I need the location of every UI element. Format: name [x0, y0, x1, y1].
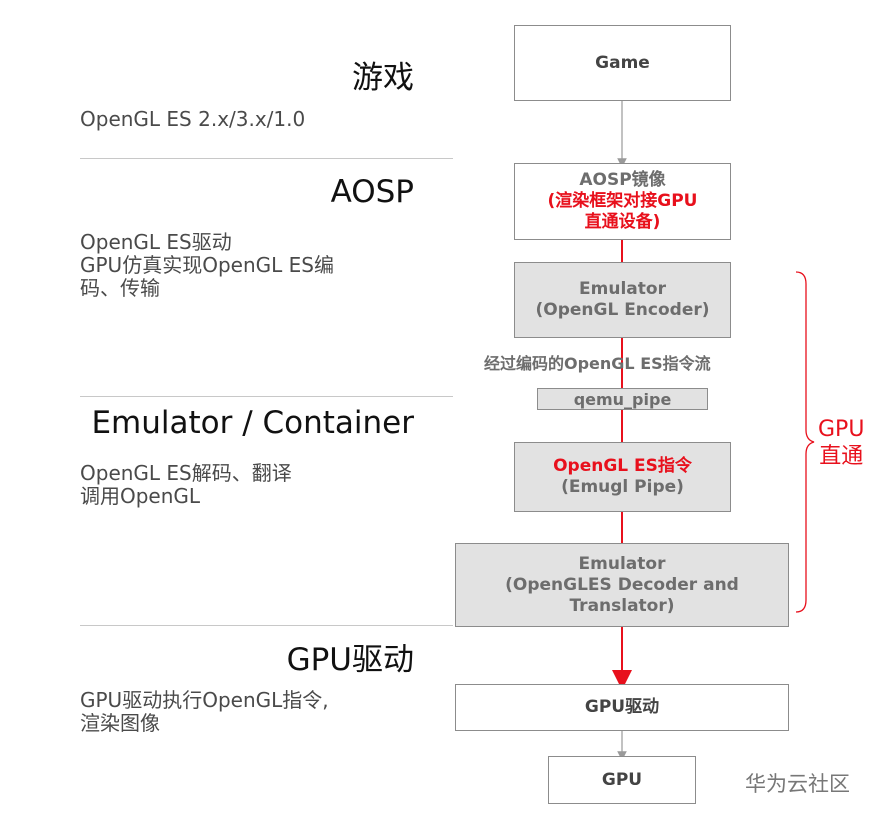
box-gpu-label: GPU [601, 769, 643, 790]
watermark-huawei-cloud: 华为云社区 [745, 772, 850, 796]
box-game: Game [514, 25, 731, 101]
layer-title-emulator: Emulator / Container [91, 405, 414, 441]
encoded-stream-label: 经过编码的OpenGL ES指令流 [484, 354, 711, 373]
box-gpu-driver: GPU驱动 [455, 684, 789, 731]
box-qemu-label: qemu_pipe [573, 389, 672, 409]
box-encoder-label: Emulator (OpenGL Encoder) [535, 279, 710, 320]
box-qemu-pipe: qemu_pipe [537, 388, 708, 410]
layer-desc-emulator: OpenGL ES解码、翻译 调用OpenGL [80, 461, 292, 508]
box-gpu-driver-label: GPU驱动 [584, 697, 660, 717]
gpu-passthrough-label: GPU 直通 [818, 417, 865, 469]
box-game-label: Game [595, 52, 650, 73]
box-gpu: GPU [548, 756, 696, 804]
box-aosp-note: (渲染框架对接GPU 直通设备) [547, 191, 698, 232]
box-gles-decoder: Emulator (OpenGLES Decoder and Translato… [455, 543, 789, 627]
box-emugl-red-label: OpenGL ES指令 [553, 456, 692, 476]
box-emugl-label: (Emugl Pipe) [561, 477, 684, 497]
layer-desc-aosp: OpenGL ES驱动 GPU仿真实现OpenGL ES编 码、传输 [80, 230, 334, 300]
gpu-passthrough-bracket [795, 271, 815, 613]
box-aosp-title: AOSP镜像 [579, 170, 666, 190]
layer-title-game: 游戏 [352, 60, 414, 96]
box-aosp-image: AOSP镜像 (渲染框架对接GPU 直通设备) [514, 163, 731, 240]
layer-title-aosp: AOSP [330, 174, 414, 210]
box-opengl-encoder: Emulator (OpenGL Encoder) [514, 262, 731, 338]
layer-divider [80, 396, 453, 397]
layer-divider [80, 625, 453, 626]
layer-title-gpu-driver: GPU驱动 [286, 642, 414, 678]
box-decoder-label: Emulator (OpenGLES Decoder and Translato… [505, 553, 739, 616]
layer-desc-gpu-driver: GPU驱动执行OpenGL指令, 渲染图像 [80, 688, 329, 735]
box-emugl-pipe: OpenGL ES指令 (Emugl Pipe) [514, 442, 731, 512]
layer-divider [80, 158, 453, 159]
layer-desc-game: OpenGL ES 2.x/3.x/1.0 [80, 107, 306, 131]
